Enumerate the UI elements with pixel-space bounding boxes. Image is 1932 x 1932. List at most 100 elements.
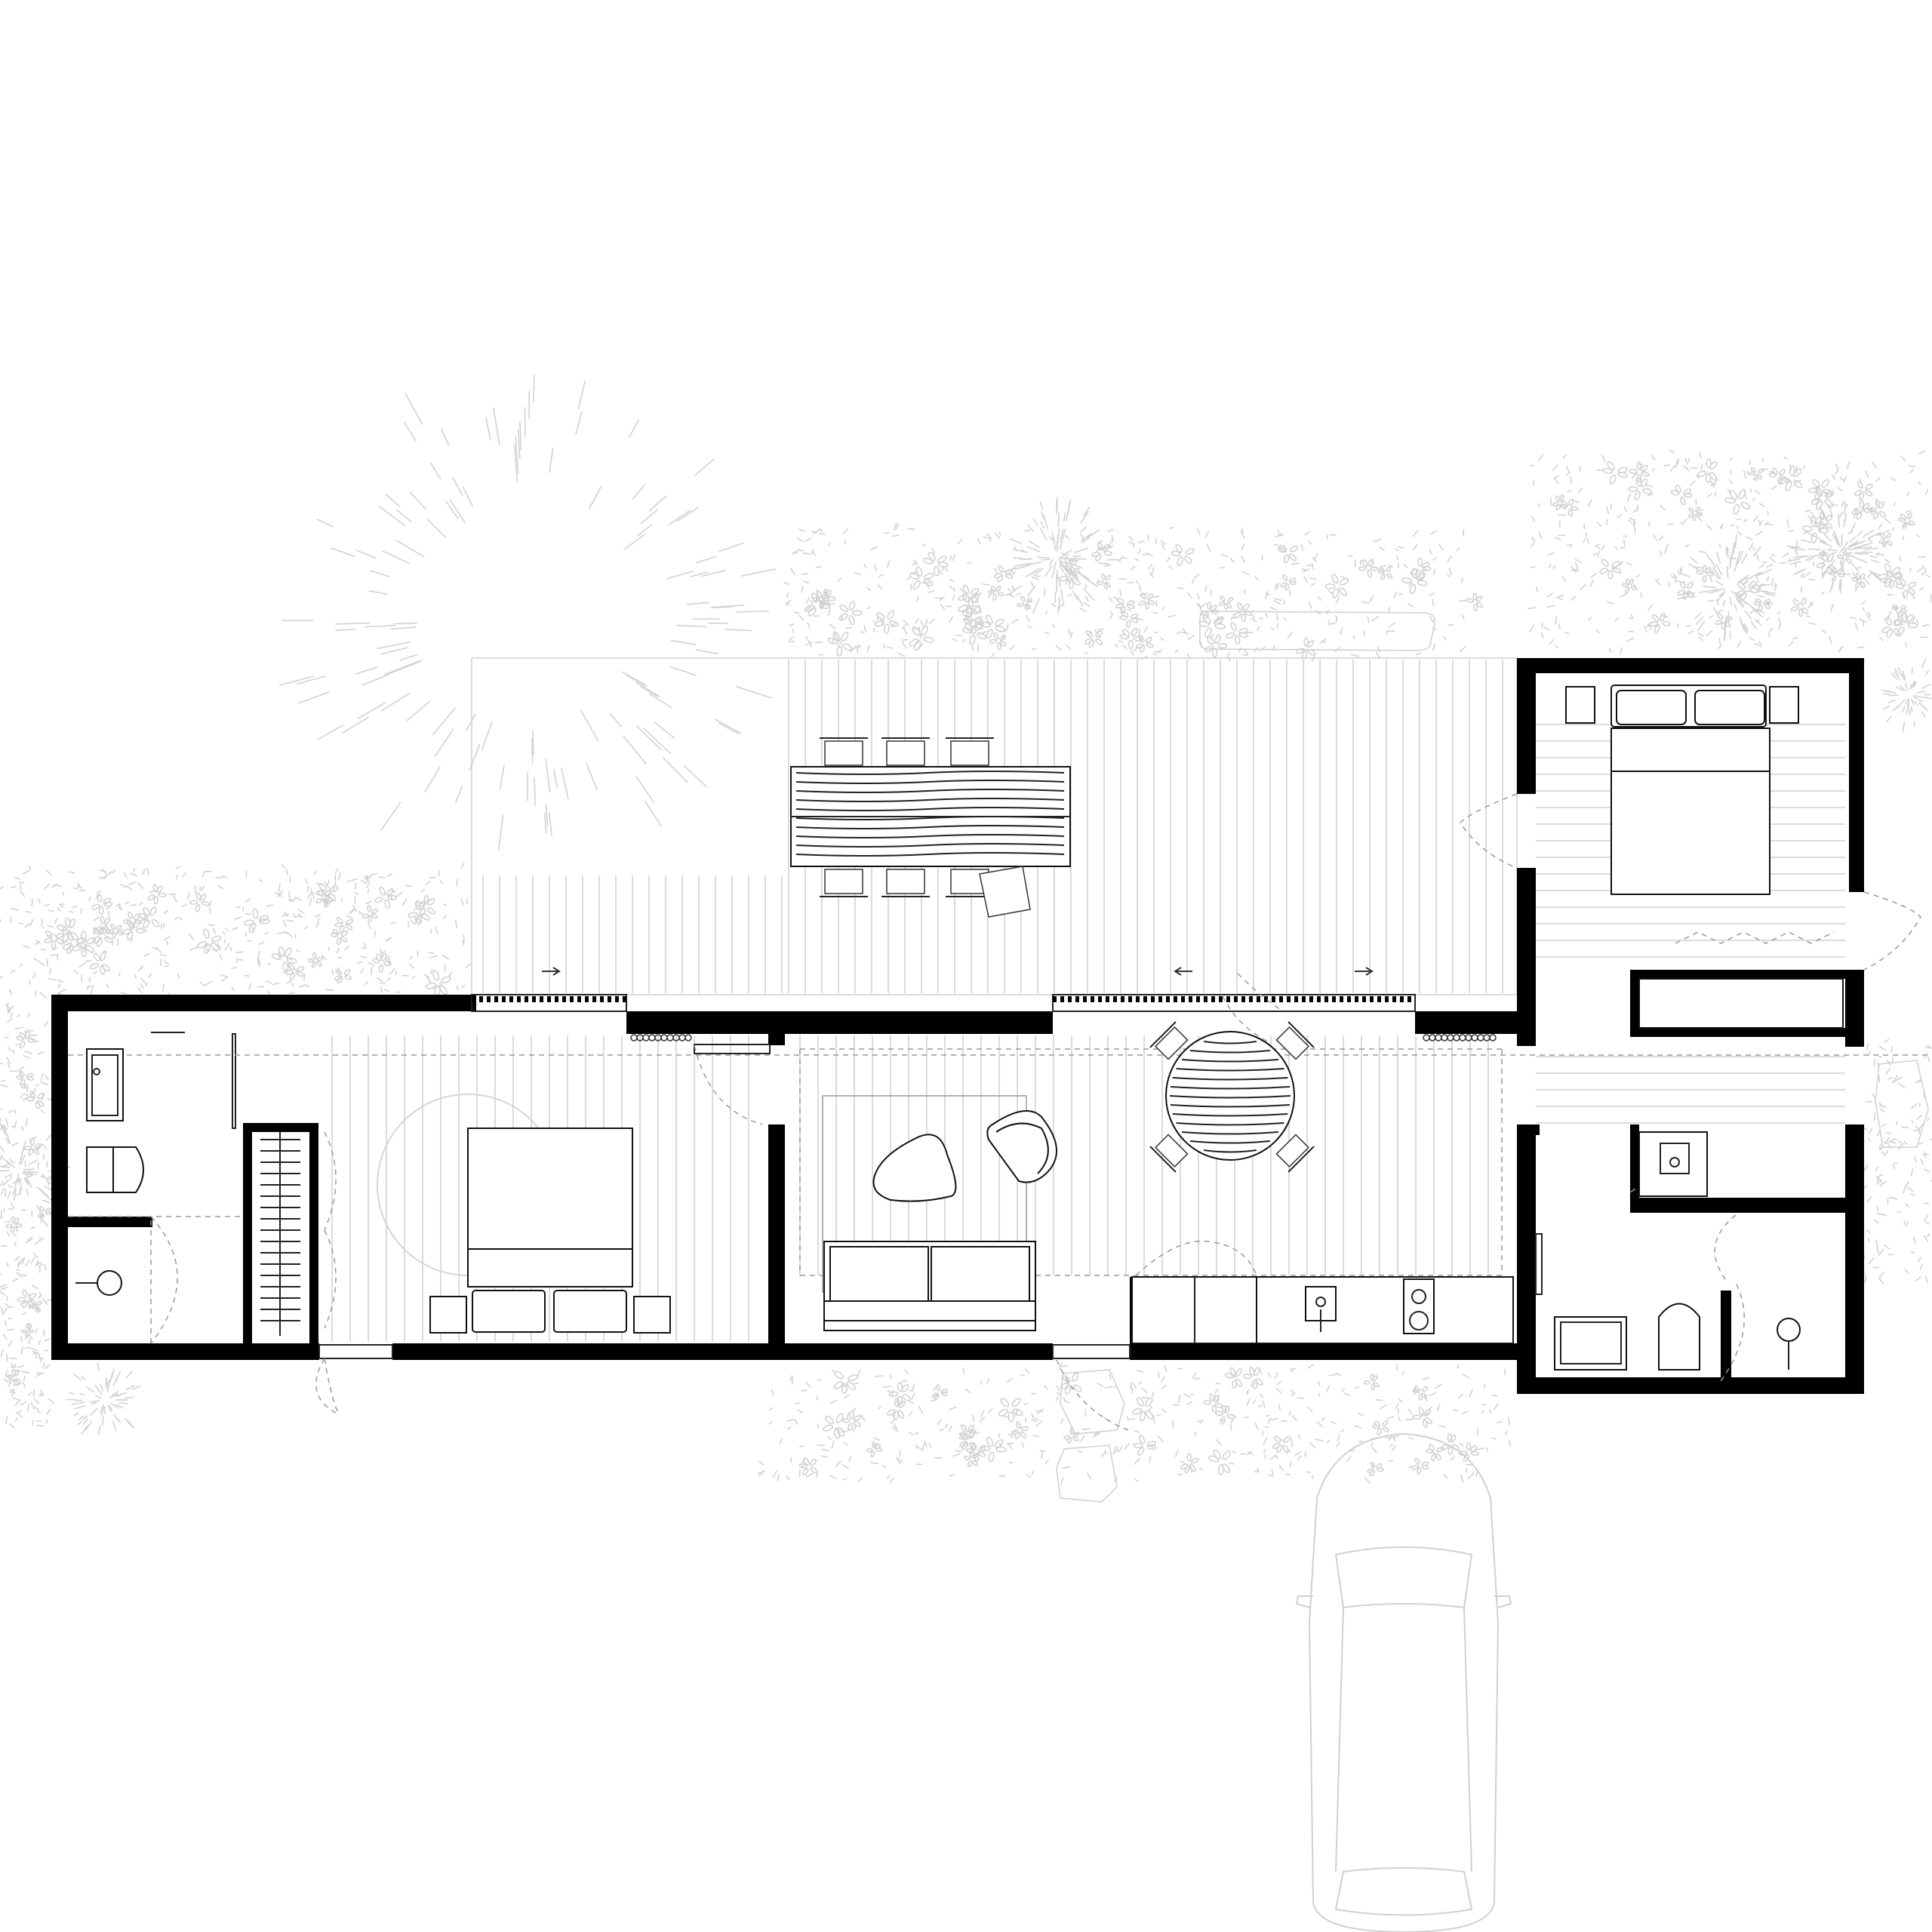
flower-petal bbox=[975, 621, 983, 631]
flower-petal bbox=[1213, 1394, 1220, 1402]
flower-petal bbox=[1212, 648, 1218, 658]
grass-stroke bbox=[1041, 558, 1051, 561]
grass-stroke bbox=[106, 1380, 108, 1389]
flower-petal bbox=[1687, 590, 1694, 598]
ground-speck bbox=[63, 925, 65, 934]
flower-petal bbox=[19, 1041, 26, 1049]
ground-speck bbox=[1148, 1405, 1153, 1411]
ground-speck bbox=[1868, 1257, 1875, 1265]
flower-petal bbox=[55, 938, 64, 945]
ground-speck bbox=[0, 1154, 3, 1161]
ground-speck bbox=[1134, 1478, 1139, 1482]
ground-speck bbox=[338, 872, 341, 880]
ground-speck bbox=[928, 589, 935, 594]
ground-speck bbox=[3, 1124, 8, 1131]
ground-speck bbox=[460, 898, 464, 906]
grass-stroke bbox=[381, 692, 411, 712]
grass-stroke bbox=[1869, 555, 1878, 558]
ground-speck bbox=[7, 1317, 13, 1320]
ground-speck bbox=[1554, 645, 1558, 649]
grass-stroke bbox=[108, 1404, 113, 1411]
window-mullion bbox=[532, 996, 536, 1002]
grass-stroke bbox=[426, 518, 447, 538]
ground-speck bbox=[11, 1125, 16, 1128]
ground-speck bbox=[1346, 1456, 1352, 1462]
ground-speck bbox=[1128, 536, 1134, 541]
ground-speck bbox=[1456, 546, 1460, 552]
flower-petal bbox=[27, 1324, 32, 1330]
ground-speck bbox=[146, 867, 149, 875]
ground-speck bbox=[465, 963, 472, 968]
window-mullion bbox=[1400, 996, 1404, 1002]
ground-speck bbox=[1774, 583, 1778, 588]
ground-speck bbox=[1186, 592, 1193, 599]
grass-stroke bbox=[708, 622, 729, 624]
flower-petal bbox=[325, 897, 334, 902]
flower-petal bbox=[1826, 565, 1833, 576]
grass-stroke bbox=[342, 716, 369, 734]
ground-speck bbox=[1555, 616, 1557, 625]
grass-stroke bbox=[78, 1392, 85, 1395]
ground-speck bbox=[1476, 1447, 1484, 1451]
flower-petal bbox=[81, 946, 88, 957]
ground-speck bbox=[1656, 581, 1661, 586]
ground-speck bbox=[860, 631, 865, 634]
ground-speck bbox=[796, 537, 804, 543]
ground-speck bbox=[123, 872, 128, 879]
flower-petal bbox=[1721, 622, 1726, 630]
ground-speck bbox=[1623, 539, 1626, 546]
flower-petal bbox=[1856, 512, 1863, 520]
flower-petal bbox=[296, 966, 305, 972]
ground-speck bbox=[133, 867, 136, 872]
ground-speck bbox=[402, 899, 408, 906]
flower-petal bbox=[16, 1075, 24, 1080]
ground-speck bbox=[1902, 521, 1907, 529]
ground-speck bbox=[981, 583, 990, 586]
ground-speck bbox=[463, 934, 465, 943]
flower-petal bbox=[361, 913, 369, 919]
ground-speck bbox=[1154, 631, 1159, 634]
ground-speck bbox=[1623, 535, 1628, 537]
ground-speck bbox=[1113, 1446, 1117, 1453]
ground-speck bbox=[1118, 555, 1123, 562]
flower-petal bbox=[420, 912, 430, 921]
flower-petal bbox=[848, 615, 855, 626]
ground-speck bbox=[1216, 1438, 1222, 1445]
ground-speck bbox=[1246, 1398, 1251, 1407]
flower-petal bbox=[93, 952, 101, 962]
flower-petal bbox=[1140, 645, 1146, 653]
ground-speck bbox=[27, 1236, 33, 1241]
flower-petal bbox=[887, 610, 895, 620]
flower-petal bbox=[1131, 617, 1139, 623]
ground-speck bbox=[1331, 1420, 1337, 1425]
ground-speck bbox=[1386, 1416, 1395, 1420]
grass-stroke bbox=[1744, 610, 1752, 620]
ground-speck bbox=[1580, 584, 1586, 590]
ground-speck bbox=[1297, 1434, 1300, 1440]
flower-petal bbox=[39, 1205, 45, 1212]
ground-speck bbox=[7, 1062, 11, 1069]
grass-stroke bbox=[466, 713, 476, 731]
ground-speck bbox=[1626, 562, 1632, 566]
flower-petal bbox=[195, 903, 201, 912]
ground-speck bbox=[73, 970, 79, 975]
flower-petal bbox=[1642, 488, 1653, 494]
ground-speck bbox=[14, 1241, 17, 1247]
ground-speck bbox=[40, 1072, 44, 1081]
ground-speck bbox=[1241, 528, 1244, 534]
flower-petal bbox=[1024, 604, 1029, 611]
grass-stroke bbox=[714, 718, 741, 734]
ground-speck bbox=[1465, 1468, 1468, 1473]
ground-speck bbox=[57, 906, 61, 912]
flower-petal bbox=[968, 1424, 975, 1431]
flower-petal bbox=[1611, 567, 1621, 574]
ground-speck bbox=[1134, 1429, 1140, 1433]
grass-stroke bbox=[81, 1426, 88, 1435]
flower-petal bbox=[10, 1226, 15, 1233]
grass-stroke bbox=[125, 1371, 133, 1379]
flower-petal bbox=[1069, 560, 1078, 567]
window-mullion bbox=[1347, 996, 1351, 1002]
flower-petal bbox=[37, 1092, 45, 1100]
grass-stroke bbox=[1904, 682, 1909, 691]
ground-speck bbox=[1905, 509, 1912, 513]
